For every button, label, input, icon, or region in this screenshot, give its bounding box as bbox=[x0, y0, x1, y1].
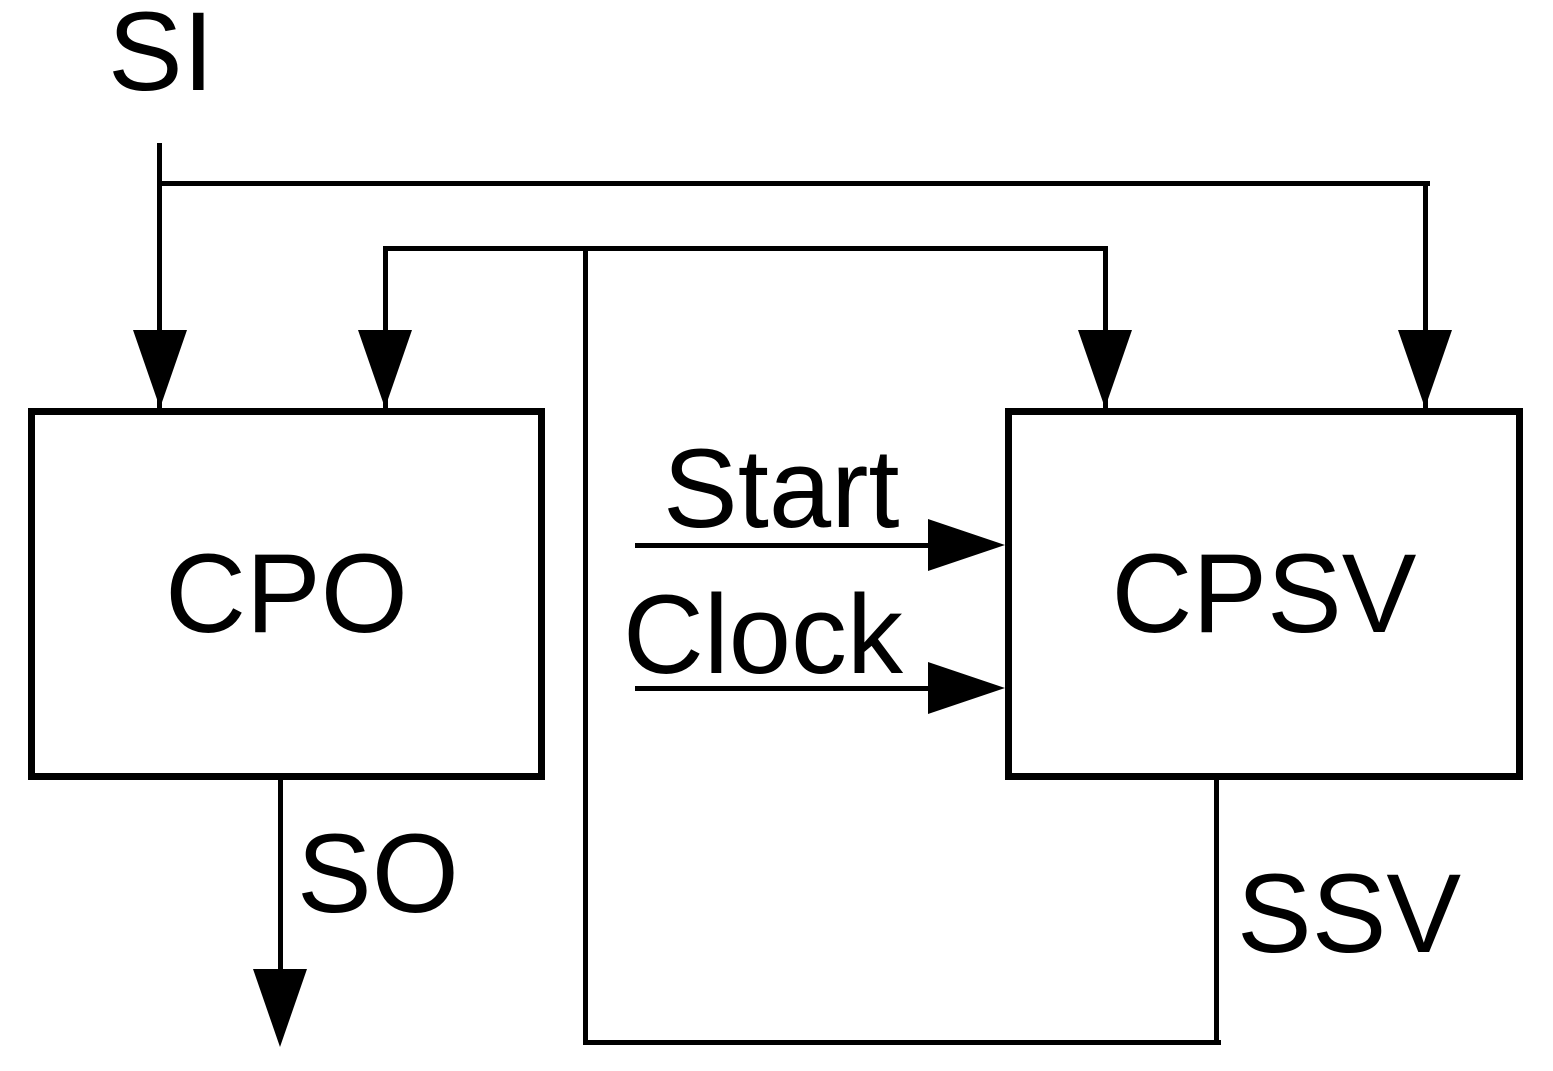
feedback-riser-line bbox=[583, 246, 588, 1045]
cpo-block-label: CPO bbox=[165, 531, 408, 656]
feedback-bottom-line bbox=[583, 1040, 1221, 1045]
feedback-to-cpsv-arrowhead-icon bbox=[1078, 330, 1132, 408]
feedback-bus-line bbox=[383, 246, 1108, 251]
si-stem-line bbox=[157, 143, 162, 408]
ssv-label: SSV bbox=[1237, 851, 1462, 976]
so-label: SO bbox=[297, 811, 459, 936]
so-output-line bbox=[278, 780, 283, 972]
clock-arrowhead-icon bbox=[928, 662, 1005, 714]
cpsv-block: CPSV bbox=[1005, 408, 1523, 780]
si-top-bus-line bbox=[157, 181, 1430, 186]
start-label: Start bbox=[663, 426, 900, 551]
cpsv-block-label: CPSV bbox=[1111, 531, 1417, 656]
si-label: SI bbox=[108, 0, 214, 114]
clock-shaft-line bbox=[635, 686, 932, 691]
feedback-to-cpsv-drop-line bbox=[1103, 246, 1108, 408]
start-arrowhead-icon bbox=[928, 519, 1005, 571]
cpo-block: CPO bbox=[28, 408, 545, 780]
feedback-to-cpo-arrowhead-icon bbox=[358, 330, 412, 408]
si-to-cpsv-arrowhead-icon bbox=[1398, 330, 1452, 408]
so-arrowhead-icon bbox=[253, 969, 307, 1047]
ssv-output-line bbox=[1214, 780, 1219, 1045]
si-to-cpsv-drop-line bbox=[1423, 181, 1428, 408]
start-shaft-line bbox=[635, 543, 932, 548]
feedback-to-cpo-drop-line bbox=[383, 246, 388, 408]
si-to-cpo-arrowhead-icon bbox=[133, 330, 187, 408]
clock-label: Clock bbox=[623, 572, 904, 697]
